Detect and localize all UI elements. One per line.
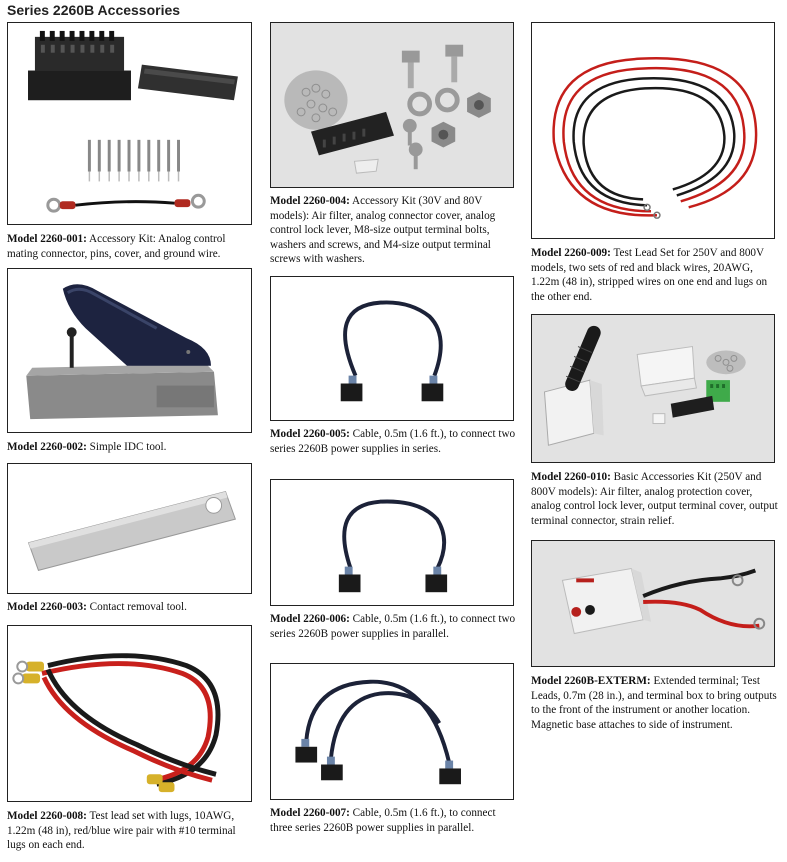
- model-description: Simple IDC tool.: [89, 441, 167, 453]
- caption-2260B-EXTERM: Model 2260B-EXTERM: Extended terminal; T…: [531, 674, 781, 732]
- model-label: Model 2260-005:: [270, 428, 350, 440]
- model-label: Model 2260-008:: [7, 810, 87, 822]
- model-label: Model 2260-007:: [270, 807, 350, 819]
- product-image-2260-007: [270, 663, 514, 800]
- model-label: Model 2260-010:: [531, 471, 611, 483]
- caption-2260-008: Model 2260-008: Test lead set with lugs,…: [7, 809, 255, 853]
- model-label: Model 2260-004:: [270, 195, 350, 207]
- caption-2260-003: Model 2260-003: Contact removal tool.: [7, 600, 255, 615]
- product-image-2260-002: [7, 268, 252, 433]
- model-label: Model 2260-006:: [270, 613, 350, 625]
- model-description: Cable, 0.5m (1.6 ft.), to connect three …: [270, 807, 496, 834]
- model-label: Model 2260-001:: [7, 233, 87, 245]
- caption-2260-002: Model 2260-002: Simple IDC tool.: [7, 440, 255, 455]
- model-label: Model 2260-002:: [7, 441, 87, 453]
- model-description: Accessory Kit (30V and 80V models): Air …: [270, 195, 496, 266]
- product-image-2260-001: [7, 22, 252, 225]
- model-description: Cable, 0.5m (1.6 ft.), to connect two se…: [270, 613, 516, 640]
- model-label: Model 2260B-EXTERM:: [531, 675, 651, 687]
- model-description: Basic Accessories Kit (250V and 800V mod…: [531, 471, 778, 527]
- model-description: Accessory Kit: Analog control mating con…: [7, 233, 226, 260]
- model-description: Cable, 0.5m (1.6 ft.), to connect two se…: [270, 428, 516, 455]
- caption-2260-007: Model 2260-007: Cable, 0.5m (1.6 ft.), t…: [270, 806, 520, 835]
- product-image-2260-009: [531, 22, 775, 239]
- caption-2260-001: Model 2260-001: Accessory Kit: Analog co…: [7, 232, 255, 261]
- model-label: Model 2260-003:: [7, 601, 87, 613]
- product-image-2260B-EXTERM: [531, 540, 775, 667]
- product-image-2260-005: [270, 276, 514, 421]
- product-image-2260-006: [270, 479, 514, 606]
- caption-2260-006: Model 2260-006: Cable, 0.5m (1.6 ft.), t…: [270, 612, 520, 641]
- product-image-2260-008: [7, 625, 252, 802]
- page-title: Series 2260B Accessories: [7, 2, 181, 18]
- caption-2260-010: Model 2260-010: Basic Accessories Kit (2…: [531, 470, 781, 528]
- model-description: Extended terminal; Test Leads, 0.7m (28 …: [531, 675, 777, 731]
- model-description: Test Lead Set for 250V and 800V models, …: [531, 247, 768, 303]
- caption-2260-009: Model 2260-009: Test Lead Set for 250V a…: [531, 246, 781, 304]
- product-image-2260-003: [7, 463, 252, 594]
- model-description: Test lead set with lugs, 10AWG, 1.22m (4…: [7, 810, 236, 852]
- caption-2260-005: Model 2260-005: Cable, 0.5m (1.6 ft.), t…: [270, 427, 520, 456]
- model-label: Model 2260-009:: [531, 247, 611, 259]
- product-image-2260-004: [270, 22, 514, 188]
- caption-2260-004: Model 2260-004: Accessory Kit (30V and 8…: [270, 194, 520, 267]
- product-image-2260-010: [531, 314, 775, 463]
- model-description: Contact removal tool.: [89, 601, 187, 613]
